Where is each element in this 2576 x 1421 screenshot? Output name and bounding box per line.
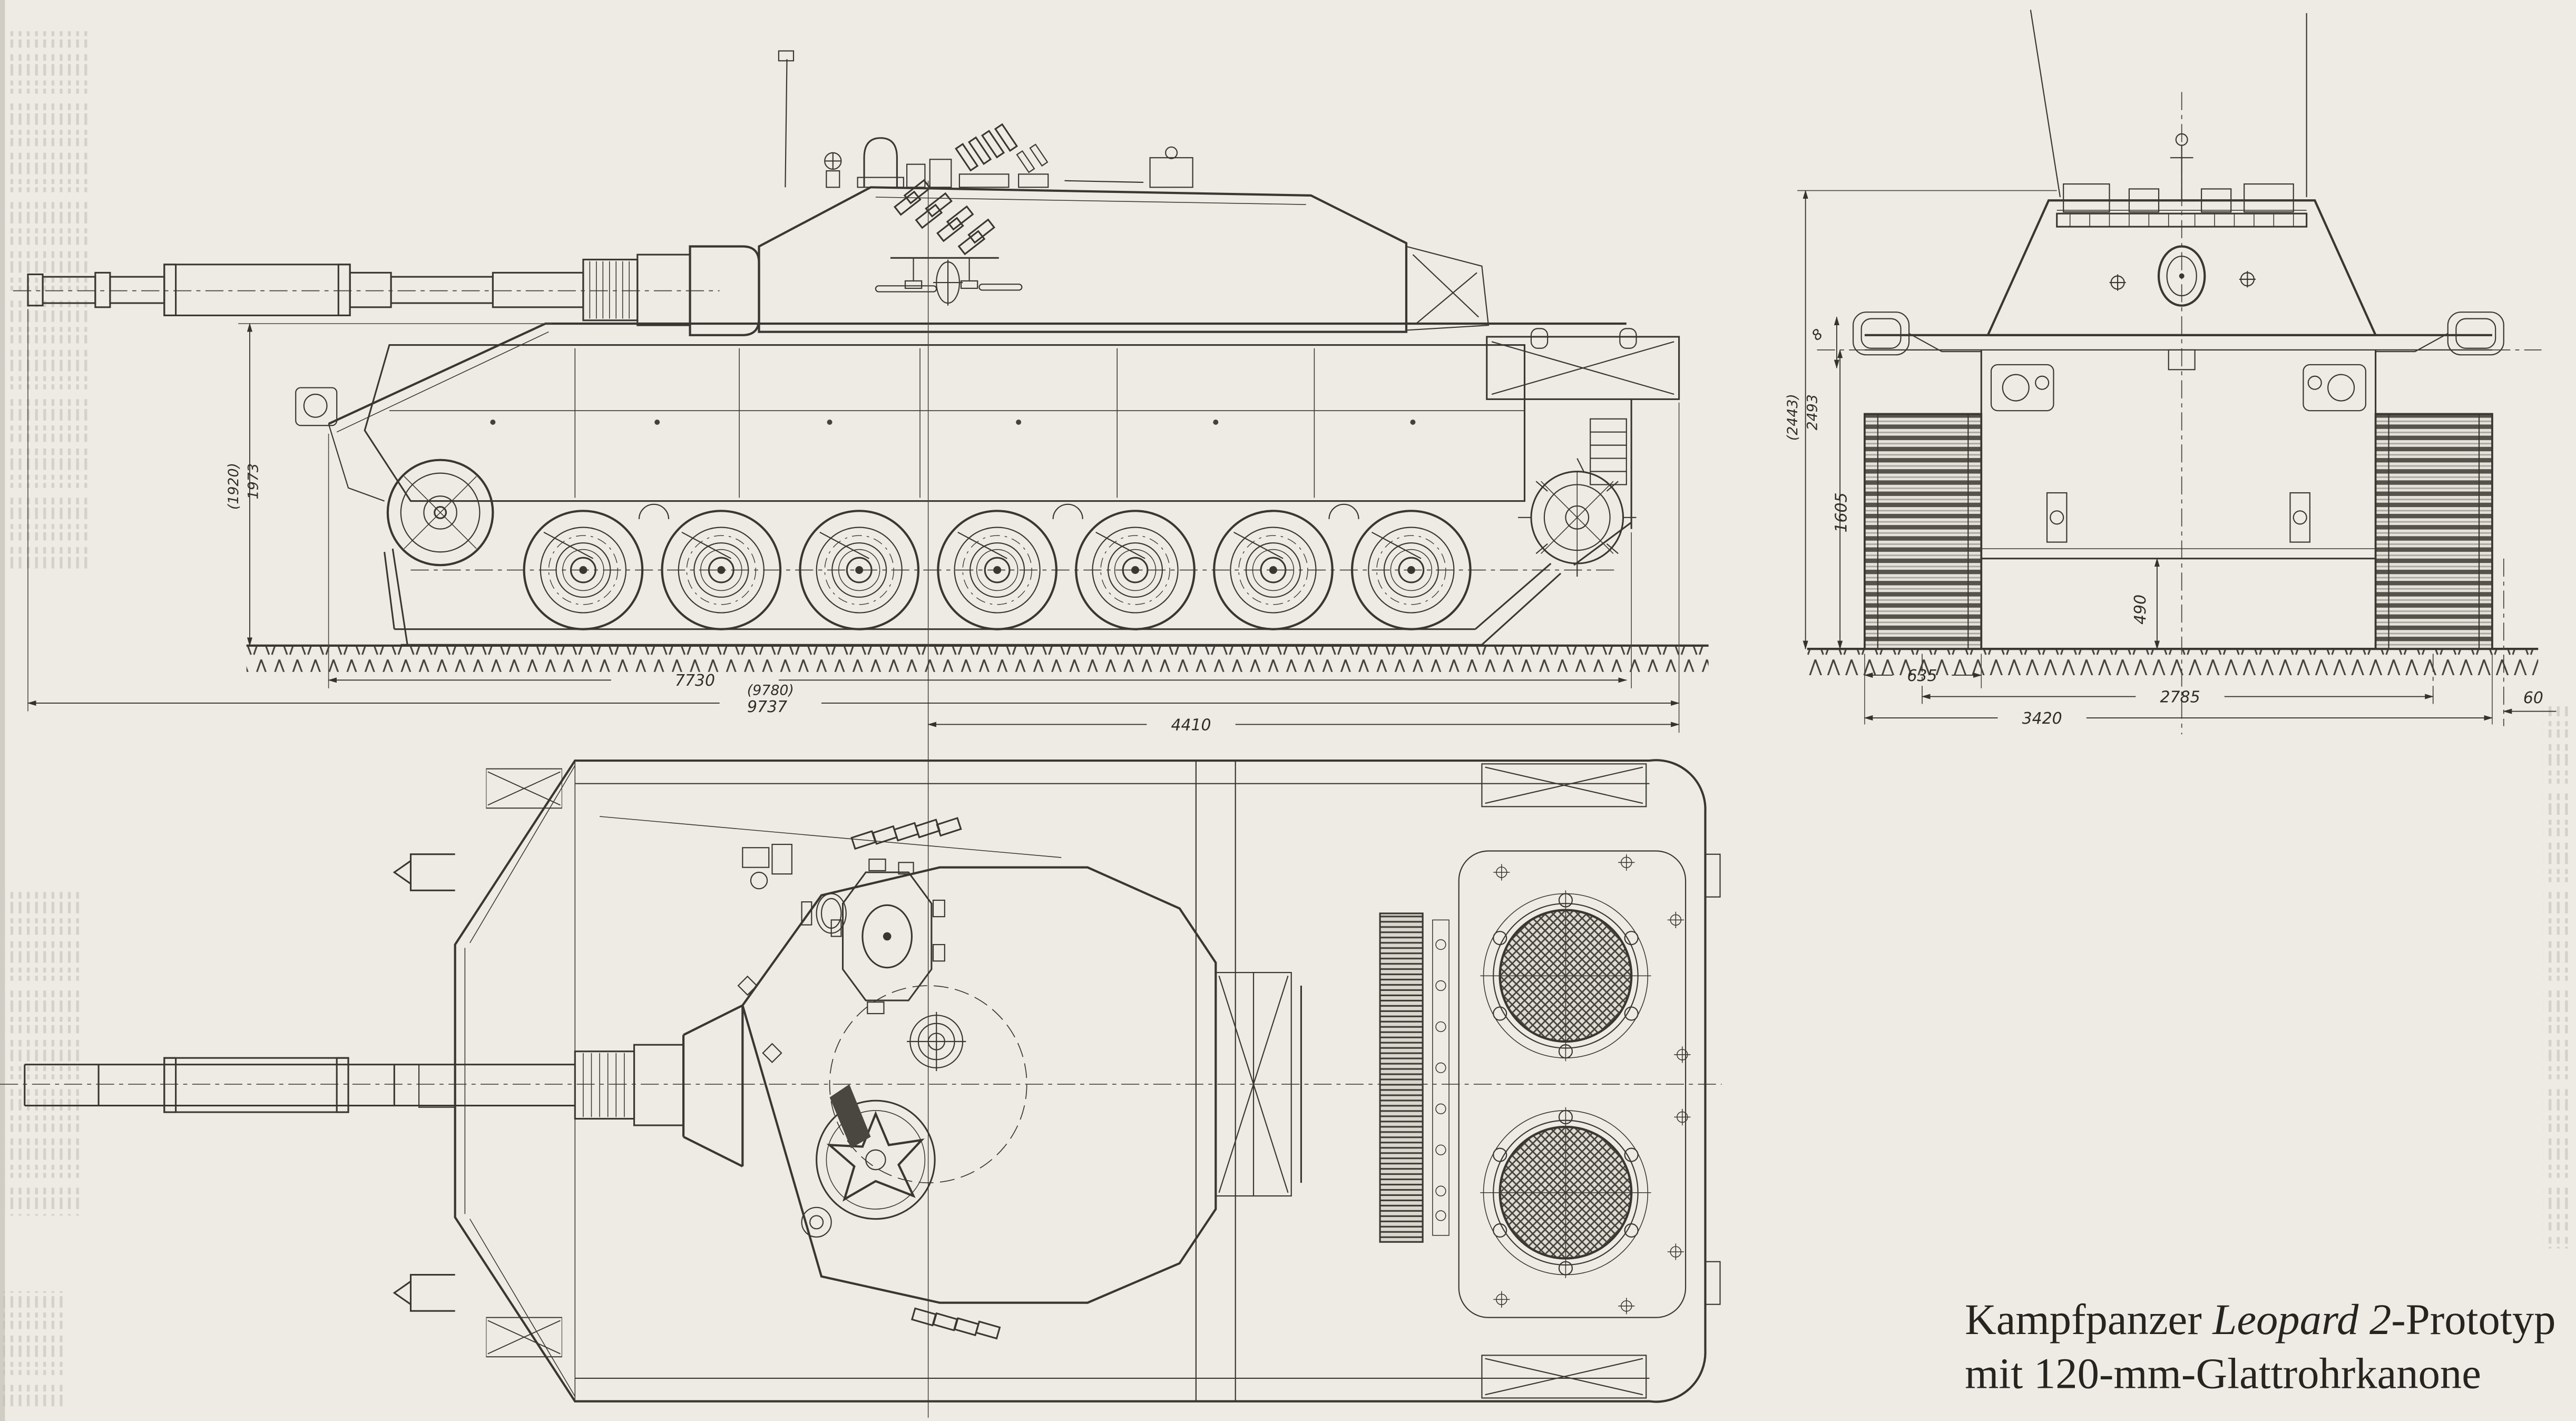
dim-side-height: 1973 xyxy=(246,463,262,499)
dim-side-overall-length-alt: (9780) xyxy=(747,682,794,698)
dim-front-overall-width: 3420 xyxy=(2022,709,2062,728)
scan-edge xyxy=(0,0,5,1421)
gun-barrel-side xyxy=(13,245,760,336)
tow-hooks-top xyxy=(393,853,456,1312)
antenna-left xyxy=(2030,9,2061,198)
rear-stowage-box xyxy=(1486,328,1680,400)
hatch-oval-top xyxy=(801,893,847,934)
caption-line2: mit 120-mm-Glattrohrkanone xyxy=(1965,1349,2481,1398)
figure-caption: Kampfpanzer Leopard 2-Prototyp mit 120-m… xyxy=(1965,1295,2555,1398)
front-view-drawing: (2443) 2493 1605 8 490 635 2785 3420 60 xyxy=(1785,9,2557,735)
wind-sensor-mast-front xyxy=(2170,133,2193,201)
dim-front-secondary-height: 1605 xyxy=(1833,492,1851,532)
side-view-drawing: (1920) 1973 7730 (9780) 9737 4410 xyxy=(13,50,1709,1418)
caption-text-regular: Kampfpanzer xyxy=(1965,1295,2212,1344)
ground-hatching xyxy=(246,646,1709,672)
tracks-front xyxy=(1864,413,2493,650)
small-hatch-ring xyxy=(801,1206,832,1238)
dim-front-height: 2493 xyxy=(1804,394,1820,430)
dim-side-overall-length: 9737 xyxy=(747,698,787,716)
bustle-rack-top xyxy=(1215,972,1302,1197)
wind-sensor xyxy=(778,50,795,62)
headlight-right xyxy=(2303,364,2366,412)
bow-lower-edge xyxy=(328,423,385,502)
ground-hatching-front xyxy=(1807,649,2539,675)
dim-front-track-centers: 2785 xyxy=(2160,688,2200,706)
headlight-side xyxy=(295,387,338,426)
dim-front-ground-clearance: 490 xyxy=(2131,595,2150,625)
tail-light xyxy=(1705,853,1721,898)
gun-muzzle-front xyxy=(2157,245,2206,307)
deck-joint-lines xyxy=(1195,761,1236,1401)
smoke-launchers-top-right xyxy=(850,817,962,850)
hull-top xyxy=(393,759,1721,1403)
roof-fittings-front xyxy=(2063,183,2294,213)
tow-lugs xyxy=(2046,492,2310,543)
fan-panel xyxy=(1458,850,1687,1318)
mirror-left xyxy=(1852,312,1982,356)
deck-fitting xyxy=(737,975,758,996)
lifting-eye xyxy=(824,152,842,188)
coax-and-sight-ports xyxy=(2109,271,2256,291)
hatch-arm xyxy=(829,1084,871,1149)
dim-side-hull-length: 7730 xyxy=(675,671,715,690)
tow-cable-top xyxy=(599,816,1062,858)
bustle-rack-side xyxy=(1406,246,1490,331)
track-side xyxy=(384,548,1562,646)
top-view-drawing xyxy=(0,759,1722,1403)
dim-front-height-alt: (2443) xyxy=(1785,394,1801,441)
handrail xyxy=(978,284,1023,291)
caption-text-regular2: -Prototyp xyxy=(2391,1295,2555,1344)
swing-arms xyxy=(543,531,1422,559)
roof-smoke-dischargers xyxy=(955,123,1049,188)
loader-hatch-star xyxy=(816,1084,936,1220)
side-skirt xyxy=(364,344,1526,502)
gun-travel-lock xyxy=(2168,349,2196,371)
driver-hatch-top xyxy=(742,843,792,890)
grille-bolt-strip xyxy=(1432,919,1449,1236)
bump-stops xyxy=(638,503,1359,519)
radiator-grille xyxy=(1379,912,1424,1243)
headlight-left xyxy=(1990,364,2054,412)
mirror-right xyxy=(2375,312,2504,356)
caption-text-italic: Leopard 2 xyxy=(2212,1295,2391,1344)
sight-rings-top xyxy=(907,1011,966,1072)
idler-wheel xyxy=(386,459,494,567)
roof-lifting-beam xyxy=(2056,212,2308,228)
hull-front xyxy=(1852,312,2504,560)
smoke-launchers-top-left xyxy=(910,1307,1001,1340)
commander-cupola-dome xyxy=(863,137,898,188)
drive-sprocket xyxy=(1518,458,1637,577)
running-gear-side xyxy=(384,458,1637,646)
antenna-mast xyxy=(785,59,788,188)
caption-line1: Kampfpanzer Leopard 2-Prototyp xyxy=(1965,1295,2555,1344)
dim-side-height-alt: (1920) xyxy=(226,463,242,510)
turret-side xyxy=(758,50,1490,333)
peri-sight-housing xyxy=(1149,146,1193,188)
gunner-sight-oval xyxy=(933,259,963,306)
dim-front-track-width: 635 xyxy=(1907,667,1937,685)
dim-front-edge-offset: 60 xyxy=(2523,689,2543,707)
deck-fitting xyxy=(762,1043,782,1064)
periscope-block xyxy=(929,159,952,188)
dim-side-turret-to-rear: 4410 xyxy=(1171,716,1211,734)
tail-light xyxy=(1705,1261,1721,1305)
print-bleed-through xyxy=(3,30,2571,1410)
handrail xyxy=(875,285,937,293)
side-view-dimensions: (1920) 1973 7730 (9780) 9737 4410 xyxy=(27,180,1680,1418)
turret-smoke-rack xyxy=(890,179,999,289)
